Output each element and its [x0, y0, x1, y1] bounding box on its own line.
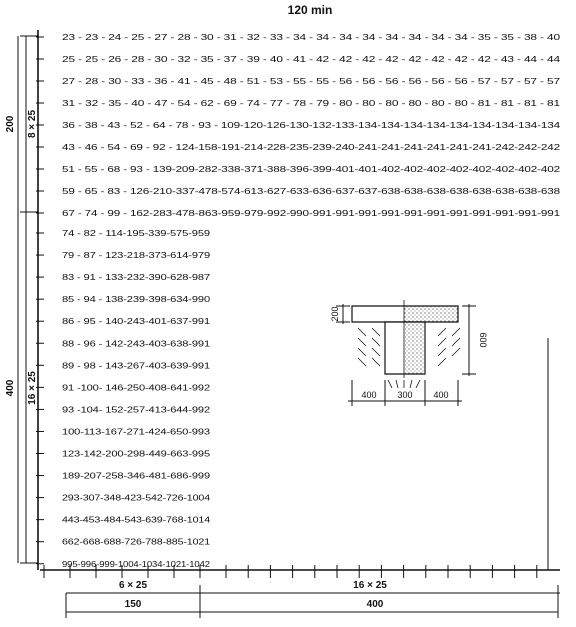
temperature-row: 100-113-167-271-424-650-993 [62, 427, 211, 436]
dim-bottom-web-grid: 6 × 25 [119, 580, 148, 591]
section-left-overhang: 400 [361, 390, 376, 400]
left-grid-frame [17, 30, 39, 570]
temperature-row: 51 - 55 - 68 - 93 - 139-209-282-338-371-… [62, 165, 561, 174]
dim-bottom-half-web: 150 [125, 599, 142, 610]
dim-bottom-overhang: 400 [367, 599, 384, 610]
temperature-row: 662-668-688-726-788-885-1021 [62, 538, 211, 547]
dim-flange-height: 200 [5, 115, 16, 132]
temperature-row: 36 - 38 - 43 - 52 - 64 - 78 - 93 - 109-1… [62, 121, 561, 130]
temperature-row: 995-996-999-1004-1034-1021-1042 [62, 560, 211, 569]
temperature-row: 123-142-200-298-449-663-995 [62, 450, 211, 459]
section-right-overhang: 400 [433, 390, 448, 400]
temperature-row: 27 - 28 - 30 - 33 - 36 - 41 - 45 - 48 - … [62, 77, 561, 86]
temperature-row: 79 - 87 - 123-218-373-614-979 [62, 251, 211, 260]
dim-web-grid: 16 × 25 [27, 371, 38, 405]
temperature-row: 91 -100- 146-250-408-641-992 [62, 383, 211, 392]
diagram-title: 120 min [288, 3, 333, 17]
dim-flange-grid: 8 × 25 [27, 110, 38, 139]
temperature-row: 25 - 25 - 26 - 28 - 30 - 32 - 35 - 37 - … [62, 55, 561, 64]
temperature-row: 189-207-258-346-481-686-999 [62, 472, 211, 481]
temperature-row: 59 - 65 - 83 - 126-210-337-478-574-613-6… [62, 187, 561, 196]
temperature-row: 31 - 32 - 35 - 40 - 47 - 54 - 62 - 69 - … [62, 99, 561, 108]
temperature-row: 74 - 82 - 114-195-339-575-959 [62, 229, 211, 238]
temperature-row: 88 - 96 - 142-243-403-638-991 [62, 339, 211, 348]
temperature-row: 86 - 95 - 140-243-401-637-991 [62, 317, 211, 326]
temperature-row: 293-307-348-423-542-726-1004 [62, 494, 211, 503]
temperature-row: 43 - 46 - 54 - 69 - 92 - 124-158-191-214… [62, 143, 561, 152]
temperature-row: 67 - 74 - 99 - 162-283-478-863-959-979-9… [62, 209, 561, 218]
temperature-row: 443-453-484-543-639-768-1014 [62, 516, 211, 525]
t-section-sketch [336, 300, 476, 406]
dim-bottom-flange-grid: 16 × 25 [353, 580, 387, 591]
temperature-row: 23 - 23 - 24 - 25 - 27 - 28 - 30 - 31 - … [62, 33, 561, 42]
temperature-row: 89 - 98 - 143-267-403-639-991 [62, 361, 211, 370]
bottom-tick-marks [43, 565, 538, 578]
section-total-height: 600 [478, 332, 488, 347]
temperature-row: 83 - 91 - 133-232-390-628-987 [62, 273, 211, 282]
flange-temperature-rows: 23 - 23 - 24 - 25 - 27 - 28 - 30 - 31 - … [36, 33, 561, 218]
bottom-grid-frame [40, 569, 560, 618]
web-temperature-rows: 74 - 82 - 114-195-339-575-959 79 - 87 - 1… [36, 229, 211, 569]
section-web-width: 300 [397, 390, 412, 400]
dim-web-height: 400 [5, 379, 16, 396]
section-flange-height: 200 [330, 306, 340, 321]
temperature-row: 85 - 94 - 138-239-398-634-990 [62, 295, 211, 304]
temperature-row: 93 -104- 152-257-413-644-992 [62, 405, 211, 414]
